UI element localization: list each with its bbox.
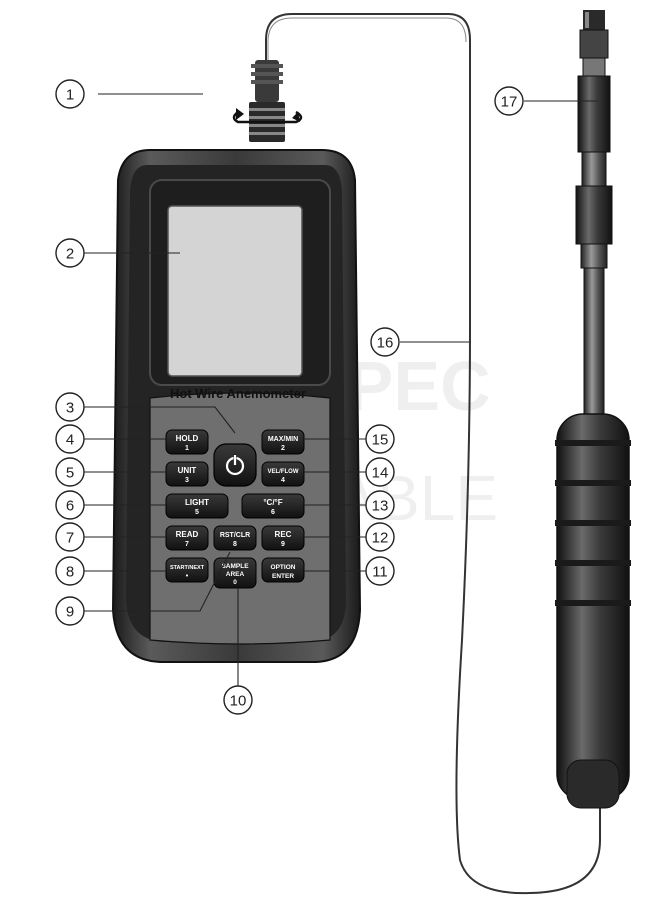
callout-8: 8 — [55, 556, 85, 586]
probe-rod — [583, 267, 605, 415]
callout-10: 10 — [223, 685, 253, 715]
callout-2: 2 — [55, 238, 85, 268]
hold-num: 1 — [185, 445, 189, 452]
rotate-arrow-icon — [232, 110, 303, 124]
cable-connector — [232, 60, 303, 142]
sample-area-button[interactable]: SAMPLE AREA 0 — [213, 557, 257, 589]
device-title: Hot Wire Anemometer — [170, 386, 306, 401]
start-next-num: • — [186, 573, 189, 580]
option-enter-button[interactable]: OPTION ENTER — [261, 557, 305, 583]
svg-text:17: 17 — [501, 94, 518, 111]
svg-text:11: 11 — [372, 564, 388, 581]
leader-lines — [84, 93, 598, 686]
light-label: LIGHT — [185, 498, 209, 507]
max-min-num: 2 — [281, 445, 285, 452]
probe-handle — [556, 413, 630, 801]
hold-button[interactable]: HOLD 1 — [165, 429, 209, 455]
read-label: READ — [176, 530, 199, 539]
vel-flow-button[interactable]: VEL/FLOW 4 — [261, 461, 305, 487]
rst-clr-button[interactable]: RST/CLR 8 — [213, 525, 257, 551]
callout-11: 11 — [365, 556, 395, 586]
callout-14: 14 — [365, 457, 395, 487]
svg-text:7: 7 — [66, 530, 74, 547]
callout-15: 15 — [365, 424, 395, 454]
sample-area-num: 0 — [233, 579, 237, 586]
svg-text:15: 15 — [372, 432, 389, 449]
callout-5: 5 — [55, 457, 85, 487]
svg-text:12: 12 — [372, 530, 389, 547]
enter-label: ENTER — [272, 573, 294, 580]
svg-text:8: 8 — [66, 564, 74, 581]
callout-16: 16 — [370, 327, 400, 357]
svg-text:16: 16 — [377, 335, 394, 352]
svg-text:6: 6 — [66, 498, 74, 515]
svg-text:4: 4 — [66, 432, 74, 449]
hold-label: HOLD — [176, 434, 199, 443]
callout-7: 7 — [55, 522, 85, 552]
callout-4: 4 — [55, 424, 85, 454]
callout-6: 6 — [55, 490, 85, 520]
svg-text:14: 14 — [372, 465, 389, 482]
rec-button[interactable]: REC 9 — [261, 525, 305, 551]
temp-unit-button[interactable]: °C/°F 6 — [241, 493, 305, 519]
rec-num: 9 — [281, 541, 285, 548]
max-min-button[interactable]: MAX/MIN 2 — [261, 429, 305, 455]
vel-flow-label: VEL/FLOW — [268, 469, 299, 475]
light-button[interactable]: LIGHT 5 — [165, 493, 229, 519]
max-min-label: MAX/MIN — [268, 436, 298, 443]
read-num: 7 — [185, 541, 189, 548]
unit-label: UNIT — [178, 466, 197, 475]
unit-num: 3 — [185, 477, 189, 484]
svg-text:13: 13 — [372, 498, 389, 515]
sample-label: SAMPLE — [221, 563, 249, 570]
callout-13: 13 — [365, 490, 395, 520]
temp-unit-label: °C/°F — [263, 498, 282, 507]
svg-text:1: 1 — [66, 87, 74, 104]
temp-unit-num: 6 — [271, 509, 275, 516]
unit-button[interactable]: UNIT 3 — [165, 461, 209, 487]
callout-17: 17 — [494, 86, 524, 116]
vel-flow-num: 4 — [281, 477, 285, 484]
keypad: HOLD 1 MAX/MIN 2 UNIT 3 VEL/FLOW 4 LIGHT — [165, 429, 305, 589]
svg-text:2: 2 — [66, 246, 74, 263]
start-next-button[interactable]: START/NEXT • — [165, 557, 209, 583]
callout-12: 12 — [365, 522, 395, 552]
start-next-label: START/NEXT — [170, 565, 205, 571]
lcd-screen — [167, 205, 303, 377]
probe-cable — [265, 13, 601, 895]
svg-text:5: 5 — [66, 465, 74, 482]
option-label: OPTION — [271, 564, 296, 571]
rst-clr-label: RST/CLR — [220, 532, 250, 539]
callout-9: 9 — [55, 596, 85, 626]
power-button[interactable] — [213, 443, 257, 487]
svg-text:9: 9 — [66, 604, 74, 621]
svg-text:3: 3 — [66, 400, 74, 417]
area-label: AREA — [226, 571, 245, 578]
read-button[interactable]: READ 7 — [165, 525, 209, 551]
hot-wire-probe — [555, 10, 631, 809]
callout-1: 1 — [55, 79, 85, 109]
callouts: 1 2 3 4 5 6 7 8 9 10 11 12 13 14 15 16 1… — [55, 79, 524, 715]
callout-3: 3 — [55, 392, 85, 422]
svg-text:10: 10 — [230, 693, 247, 710]
light-num: 5 — [195, 509, 199, 516]
rec-label: REC — [275, 530, 292, 539]
rst-clr-num: 8 — [233, 541, 237, 548]
